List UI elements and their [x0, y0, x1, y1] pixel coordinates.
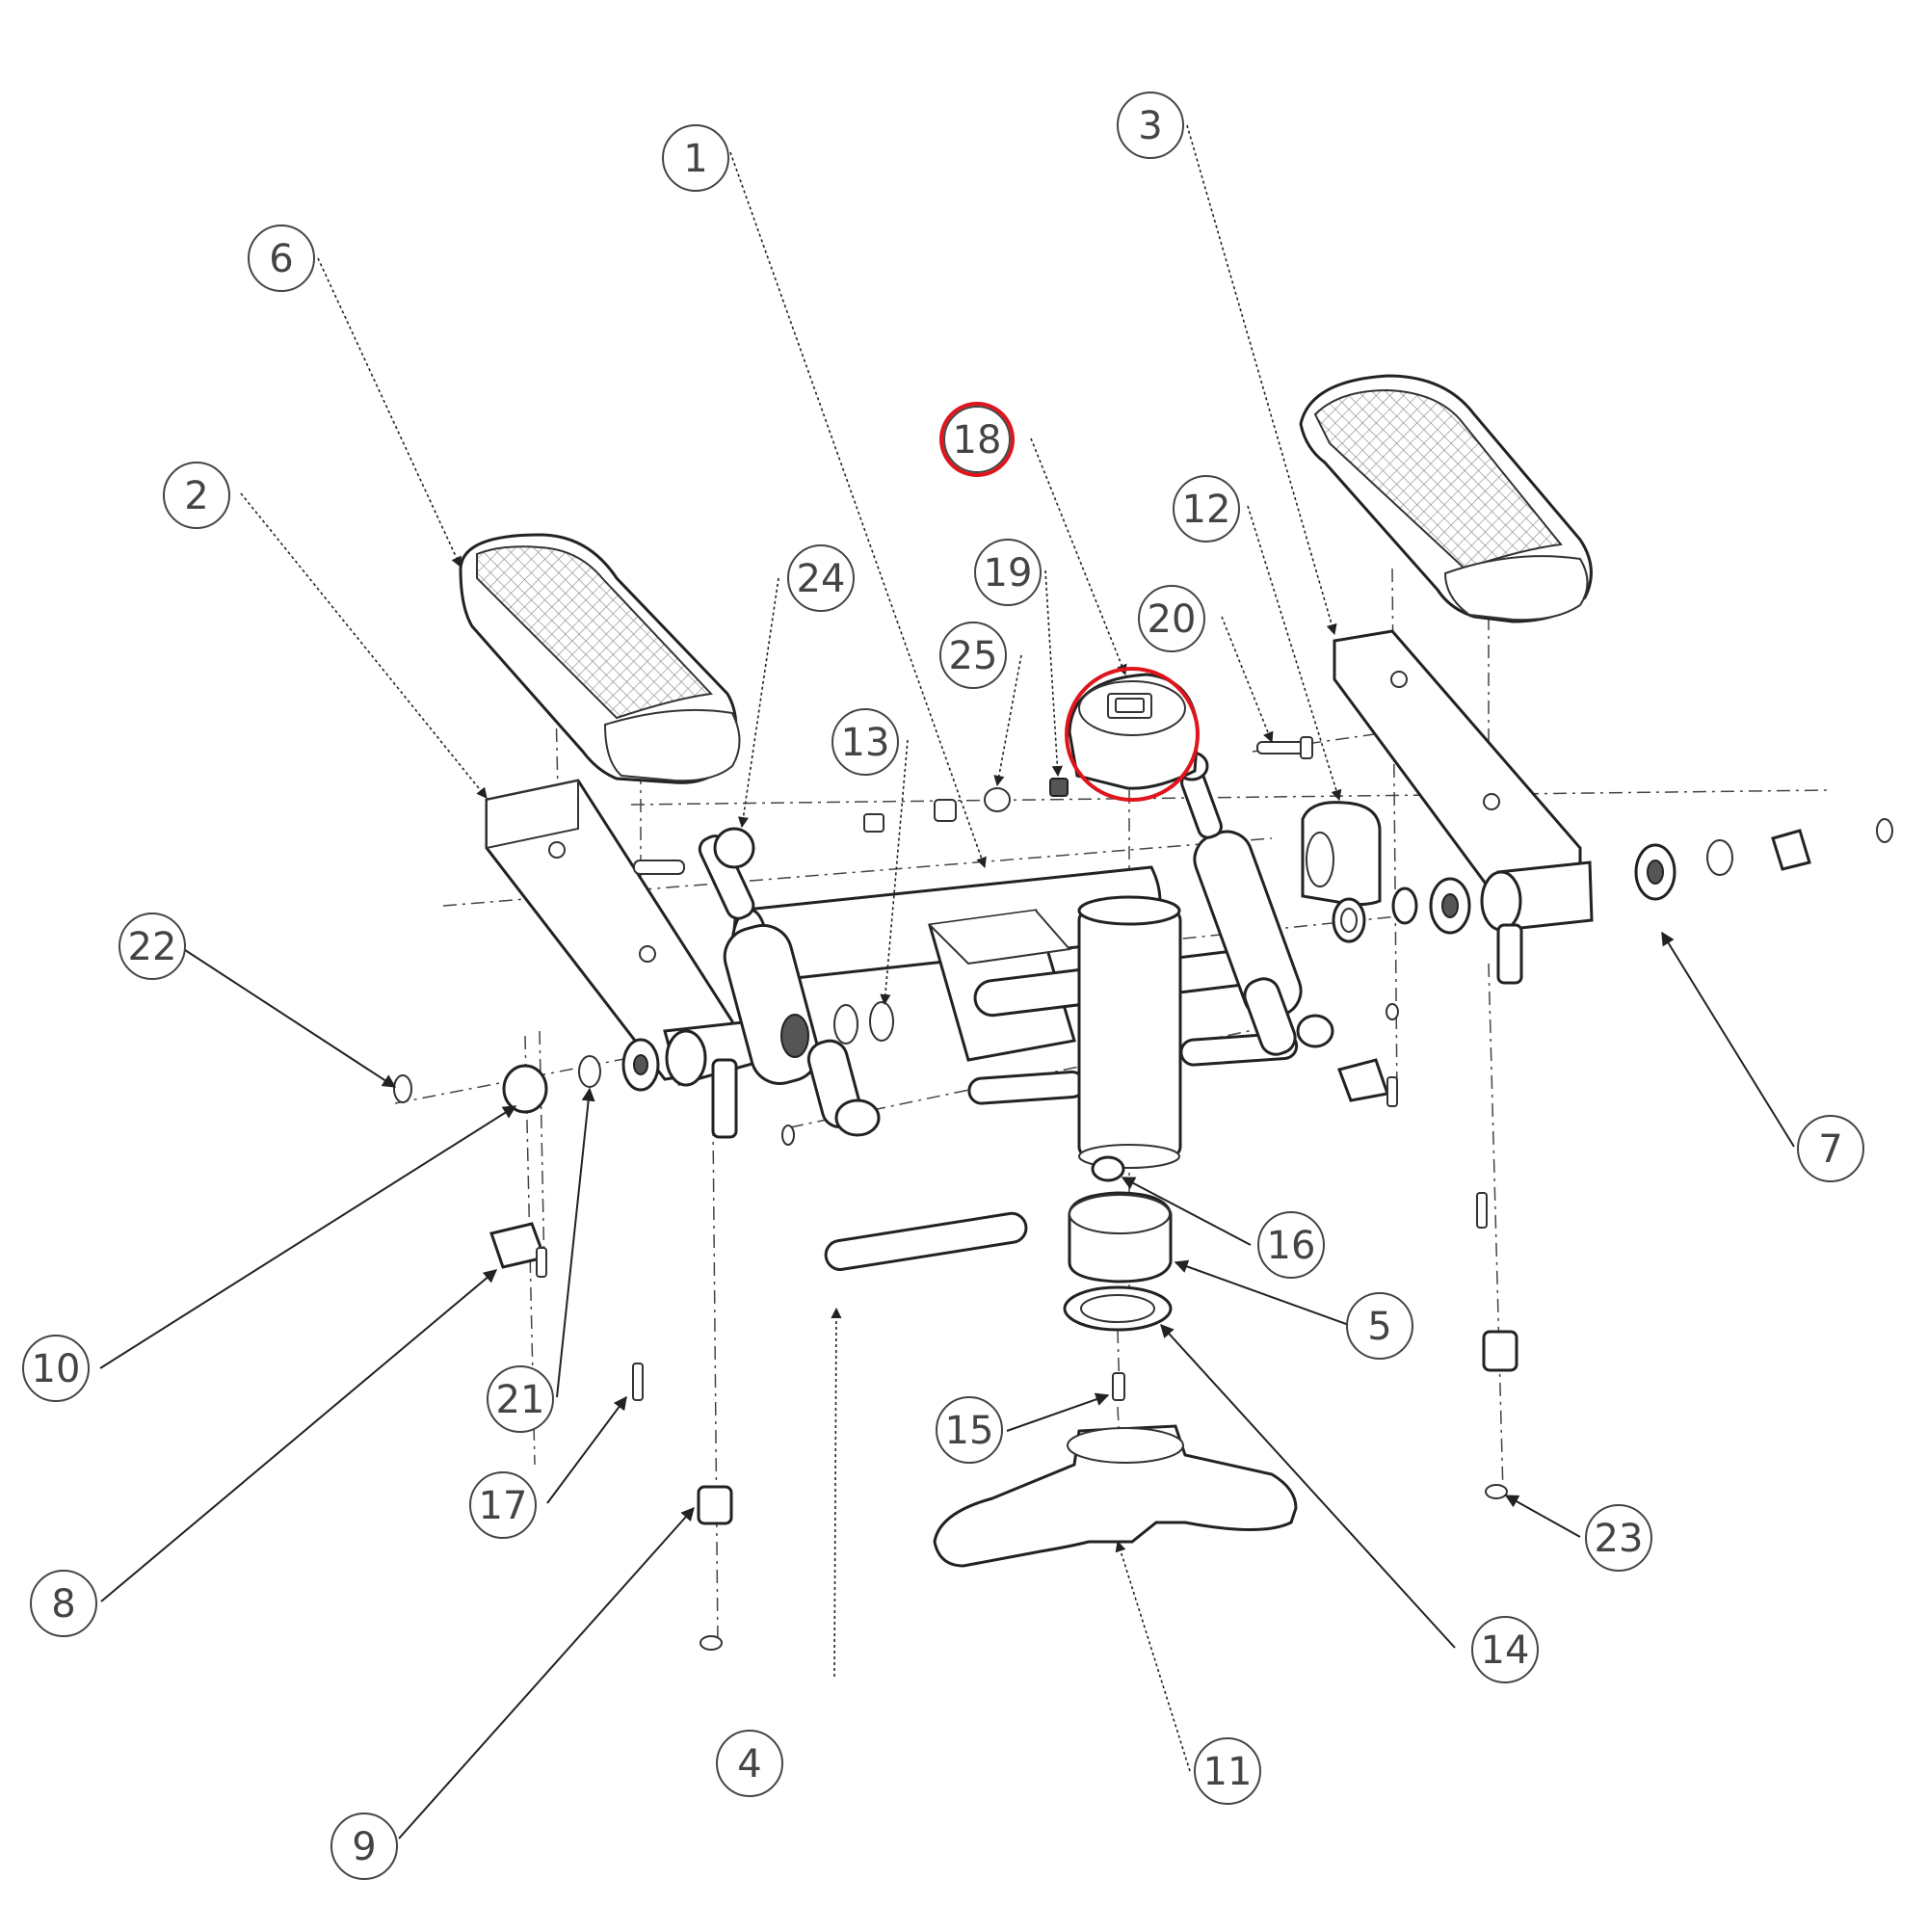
callout-25: 25 — [939, 622, 1007, 689]
callout-9-label: 9 — [352, 1825, 376, 1869]
callout-5: 5 — [1346, 1292, 1413, 1360]
highlight-callout-18 — [939, 402, 1015, 477]
callout-21: 21 — [487, 1365, 554, 1433]
highlight-markers — [939, 402, 1200, 802]
callout-18-label: 18 — [953, 418, 1002, 463]
callout-23-label: 23 — [1595, 1517, 1644, 1561]
callout-20: 20 — [1138, 585, 1205, 652]
callout-4: 4 — [716, 1730, 783, 1797]
callout-18: 18 — [943, 406, 1011, 473]
callout-17: 17 — [469, 1471, 537, 1539]
callout-14: 14 — [1471, 1616, 1539, 1683]
callout-bubbles: 1 2 3 4 5 6 7 8 — [22, 92, 1864, 1880]
callout-12-label: 12 — [1182, 488, 1231, 532]
callout-19-label: 19 — [984, 551, 1033, 595]
callout-3-label: 3 — [1138, 104, 1162, 148]
main-frame — [730, 865, 1299, 1169]
callout-22: 22 — [119, 913, 186, 980]
right-cylinder — [1175, 751, 1334, 1056]
callout-15: 15 — [936, 1396, 1003, 1464]
callout-13-label: 13 — [841, 721, 890, 765]
left-cylinder — [698, 827, 894, 1137]
hardware-parts — [393, 736, 1893, 1651]
callout-1: 1 — [662, 124, 729, 192]
callout-7: 7 — [1797, 1115, 1864, 1182]
callout-20-label: 20 — [1148, 597, 1197, 642]
callout-12: 12 — [1173, 475, 1240, 543]
callout-15-label: 15 — [945, 1409, 994, 1453]
callout-21-label: 21 — [496, 1378, 545, 1422]
callout-2: 2 — [163, 462, 230, 529]
callout-16: 16 — [1257, 1211, 1325, 1279]
callout-2-label: 2 — [184, 474, 208, 518]
right-pedal-arm — [1333, 629, 1594, 985]
callout-5-label: 5 — [1367, 1305, 1391, 1349]
callout-24-label: 24 — [797, 557, 846, 601]
callout-10: 10 — [22, 1335, 90, 1402]
leader-lines — [99, 124, 1795, 1839]
callout-19: 19 — [974, 539, 1042, 606]
callout-24: 24 — [787, 544, 855, 612]
callout-6: 6 — [248, 225, 315, 292]
callout-14-label: 14 — [1481, 1628, 1530, 1673]
callout-25-label: 25 — [949, 634, 998, 678]
callout-11: 11 — [1194, 1737, 1261, 1805]
callout-13: 13 — [832, 708, 899, 776]
left-pedal-tread — [459, 533, 741, 784]
highlight-part-18 — [1065, 667, 1200, 802]
callout-3: 3 — [1117, 92, 1184, 159]
callout-23: 23 — [1585, 1504, 1652, 1572]
right-pedal-tread — [1299, 374, 1593, 623]
counter-display-part-18 — [1068, 673, 1200, 790]
callout-7-label: 7 — [1818, 1127, 1842, 1172]
callout-1-label: 1 — [683, 137, 707, 181]
left-pedal-arm — [485, 779, 768, 1139]
callout-16-label: 16 — [1267, 1224, 1316, 1268]
callout-22-label: 22 — [128, 925, 177, 969]
callout-11-label: 11 — [1203, 1750, 1253, 1794]
callout-17-label: 17 — [479, 1484, 528, 1528]
callout-9: 9 — [330, 1813, 398, 1880]
callout-8: 8 — [30, 1570, 97, 1637]
callout-6-label: 6 — [269, 237, 293, 281]
callout-4-label: 4 — [737, 1742, 761, 1786]
callout-8-label: 8 — [51, 1582, 75, 1627]
callout-10-label: 10 — [32, 1347, 81, 1391]
